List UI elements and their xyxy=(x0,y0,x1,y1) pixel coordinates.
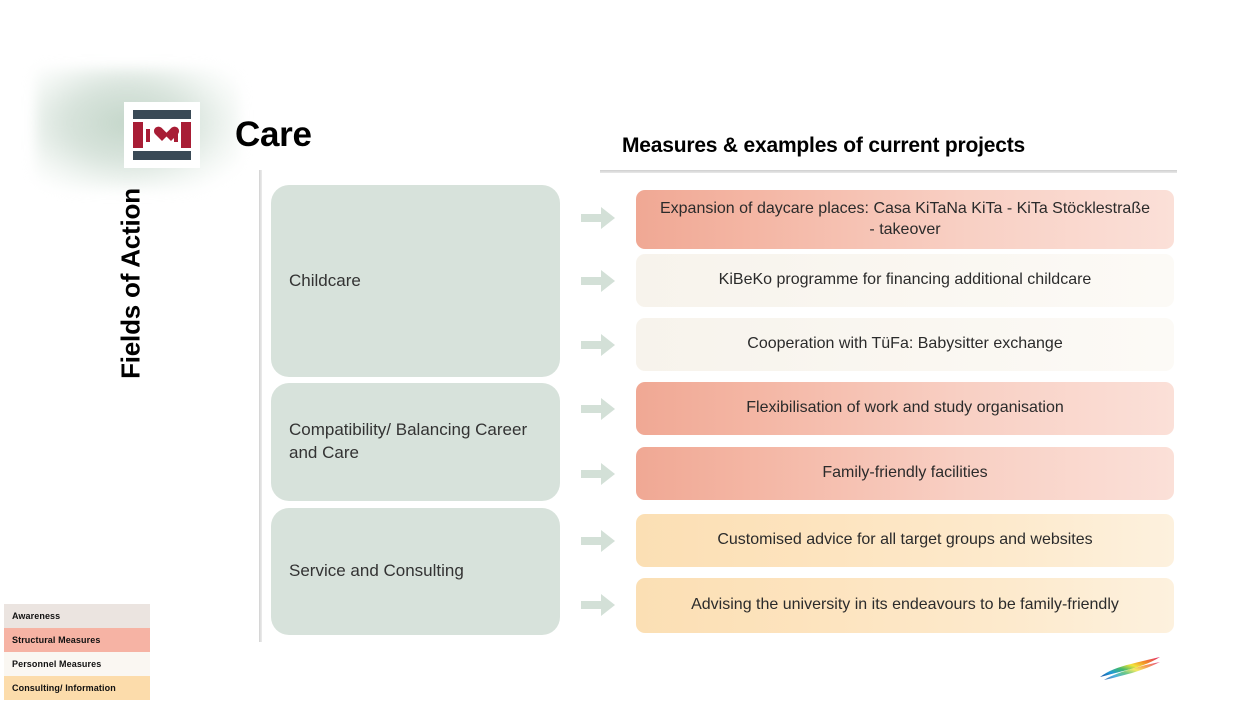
field-label: Childcare xyxy=(289,270,361,290)
measure-text: Family-friendly facilities xyxy=(822,464,988,482)
header-divider xyxy=(600,170,1177,173)
care-heart-icon xyxy=(124,102,200,168)
measure-box: Cooperation with TüFa: Babysitter exchan… xyxy=(636,318,1174,371)
legend-item-personnel-measures: Personnel Measures xyxy=(4,652,150,676)
arrow-icon xyxy=(581,463,615,485)
heart-icon xyxy=(153,127,171,144)
field-box-childcare: Childcare xyxy=(271,185,560,377)
measure-box: KiBeKo programme for financing additiona… xyxy=(636,254,1174,307)
legend: Awareness Structural Measures Personnel … xyxy=(4,604,150,700)
legend-item-awareness: Awareness xyxy=(4,604,150,628)
arrow-icon xyxy=(581,334,615,356)
fields-of-action-label: Fields of Action xyxy=(115,188,146,379)
legend-label: Structural Measures xyxy=(12,635,101,645)
measure-text: Flexibilisation of work and study organi… xyxy=(746,399,1064,417)
measure-text: Advising the university in its endeavour… xyxy=(691,596,1119,614)
arrow-icon xyxy=(581,398,615,420)
field-box-compatibility: Compatibility/ Balancing Career and Care xyxy=(271,383,560,501)
icon-right-block xyxy=(181,122,191,148)
legend-label: Awareness xyxy=(12,611,61,621)
icon-left-block xyxy=(133,122,143,148)
legend-label: Personnel Measures xyxy=(12,659,102,669)
field-label: Service and Consulting xyxy=(289,561,464,581)
field-box-service-consulting: Service and Consulting xyxy=(271,508,560,635)
page-title: Care xyxy=(235,115,312,154)
vertical-divider xyxy=(259,170,262,642)
measure-box: Advising the university in its endeavour… xyxy=(636,578,1174,633)
field-label: Compatibility/ Balancing Career and Care xyxy=(289,420,528,462)
measure-text: KiBeKo programme for financing additiona… xyxy=(718,271,1092,289)
legend-item-structural-measures: Structural Measures xyxy=(4,628,150,652)
measure-text: Customised advice for all target groups … xyxy=(717,531,1093,549)
rainbow-swoosh-logo xyxy=(1098,655,1162,681)
arrow-icon xyxy=(581,530,615,552)
icon-bottom-bar xyxy=(133,151,191,160)
measure-text: Cooperation with TüFa: Babysitter exchan… xyxy=(747,335,1063,353)
icon-top-bar xyxy=(133,110,191,119)
measure-box: Expansion of daycare places: Casa KiTaNa… xyxy=(636,190,1174,249)
legend-label: Consulting/ Information xyxy=(12,683,116,693)
legend-item-consulting-information: Consulting/ Information xyxy=(4,676,150,700)
icon-middle-row xyxy=(133,119,191,151)
measure-box: Customised advice for all target groups … xyxy=(636,514,1174,567)
arrow-icon xyxy=(581,594,615,616)
measure-box: Flexibilisation of work and study organi… xyxy=(636,382,1174,435)
icon-left-tick xyxy=(146,128,150,142)
measure-box: Family-friendly facilities xyxy=(636,447,1174,500)
arrow-icon xyxy=(581,207,615,229)
measures-column-header: Measures & examples of current projects xyxy=(622,134,1026,157)
arrow-icon xyxy=(581,270,615,292)
measure-text: Expansion of daycare places: Casa KiTaNa… xyxy=(659,199,1150,238)
